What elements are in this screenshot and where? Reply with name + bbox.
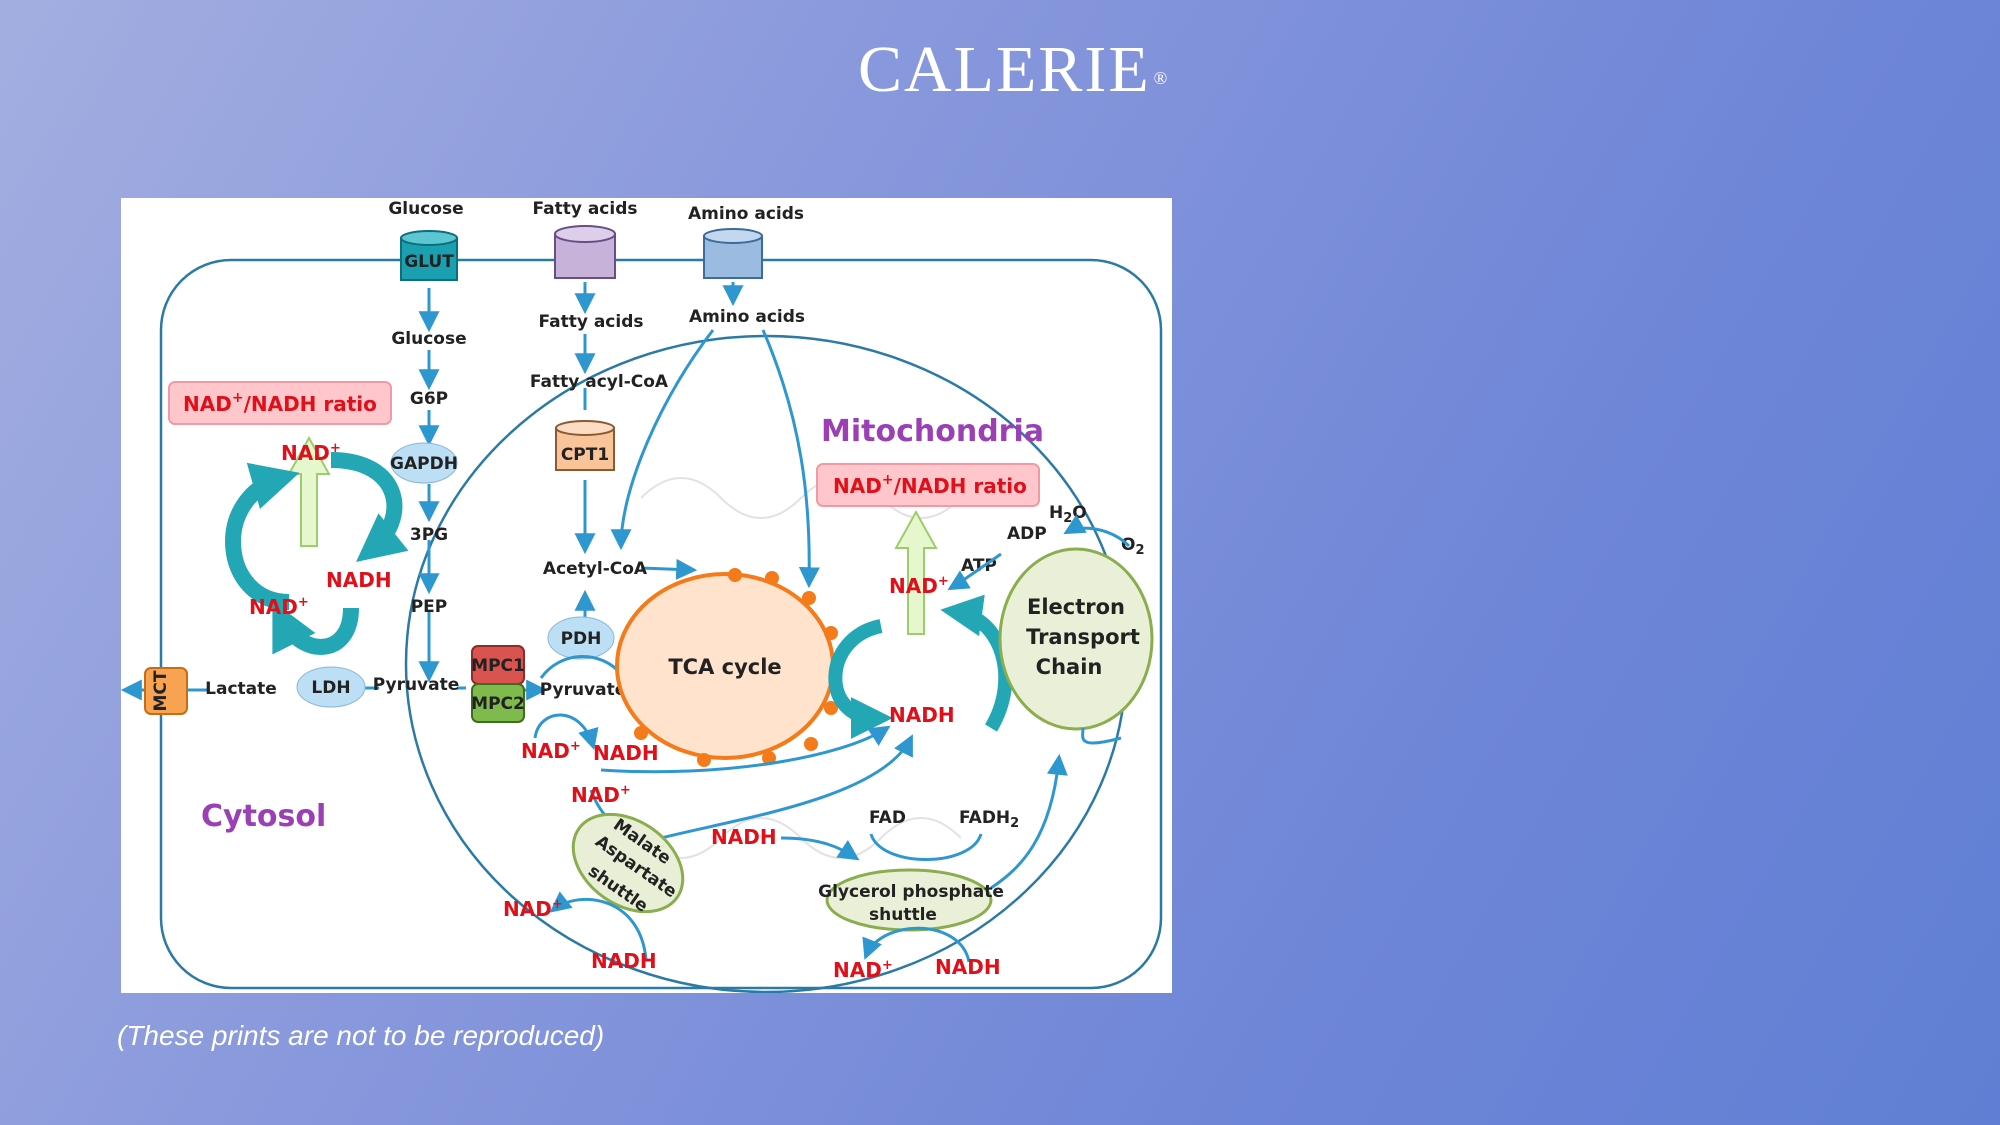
label-amino-acids-input: Amino acids [688,204,804,224]
mct-label: MCT [151,670,171,711]
glycerol-nadh: NADH [935,955,1001,979]
cytosol-nadh-cycle-arrow [330,452,409,563]
mito-ratio-plus: + [882,472,894,488]
mito-etc-cycle-arrow [940,594,1013,732]
label-fadh2: FADH2 [959,808,1019,831]
cpt1-transporter: CPT1 [555,420,615,471]
ldh-enzyme [296,666,366,708]
label-acetyl-coa: Acetyl-CoA [543,559,648,579]
label-cytosol: Cytosol [201,799,326,834]
metabolism-diagram: Glucose Fatty acids Amino acids GLUT Glu… [121,198,1172,993]
mito-nadh: NADH [889,703,955,727]
label-fatty-acids: Fatty acids [538,312,643,332]
mpc-transporter: MPC1 MPC2 [471,645,525,723]
mito-nad: NAD+ [889,574,949,598]
mito-ratio-suffix: /NADH ratio [894,474,1027,498]
cpt1-label: CPT1 [561,445,609,465]
label-ldh: LDH [311,678,350,698]
mito-nad-cycle-arrow [828,619,893,739]
tca-label: TCA cycle [668,655,781,679]
label-pdh: PDH [561,629,602,649]
registered-mark: ® [1153,68,1170,88]
label-adp: ADP [1007,524,1047,544]
glycerol-nad-arc [862,926,971,963]
pdh-nadh-arc [533,713,599,751]
label-pep: PEP [411,597,448,617]
glycerol-fad-arc [869,833,983,861]
malate-nadh: NADH [591,949,657,973]
cytosol-ldh-cycle-arrow [272,600,359,655]
cytosol-ratio-box: NAD+/NADH ratio [168,381,392,425]
label-glucose-input: Glucose [388,199,463,219]
electron-transport-chain [998,547,1154,731]
cytosol-ratio-nad: NAD [183,392,232,416]
cell-membrane [159,258,1163,990]
brand-logo: CALERIE® [858,30,1169,110]
glycerol-line2: shuttle [869,905,937,925]
pyruvate-to-acetyl-arc [539,655,623,679]
pdh-nad: NAD+ [521,739,581,763]
amino-acid-transporter [703,228,763,279]
etc-line2: Transport [1026,625,1140,649]
shuttle-nad: NAD+ [571,783,631,807]
brand-name: CALERIE [858,33,1151,106]
label-amino-acids: Amino acids [689,307,805,327]
mpc1-label: MPC1 [471,656,525,676]
mct-transporter: MCT [144,667,188,715]
tca-cycle: TCA cycle [615,568,838,767]
pdh-nadh: NADH [593,741,659,765]
label-pyruvate-cytosol: Pyruvate [373,675,460,695]
label-fatty-acids-input: Fatty acids [532,199,637,219]
glut-transporter: GLUT [400,230,458,281]
label-lactate: Lactate [205,679,277,699]
label-o2: O2 [1121,535,1145,558]
mito-ratio-up-arrow [894,509,938,635]
label-mitochondria: Mitochondria [821,414,1044,449]
label-3pg: 3PG [410,525,448,545]
etc-line3: Chain [1036,655,1103,679]
etc-line1: Electron [1027,595,1125,619]
label-h2o: H2O [1049,503,1087,526]
cytosol-nadh: NADH [326,568,392,592]
label-glucose: Glucose [391,329,466,349]
malate-nad: NAD+ [503,897,563,921]
etc-arrows [947,514,1131,745]
glycerol-line1: Glycerol phosphate [818,882,1004,902]
mito-ratio-box: NAD+/NADH ratio [816,463,1040,507]
cytosol-ratio-suffix: /NADH ratio [244,392,377,416]
glut-label: GLUT [404,252,454,272]
fatty-acid-transporter [554,225,616,279]
label-pyruvate-mito: Pyruvate [540,680,627,700]
svg-text:NAD+/NADH ratio: NAD+/NADH ratio [833,472,1027,498]
svg-text:NAD+/NADH ratio: NAD+/NADH ratio [183,390,377,416]
gapdh-enzyme [390,442,458,484]
cytosol-nad-left: NAD+ [249,595,309,619]
label-fad: FAD [869,808,906,828]
lipid-arrows [574,282,820,620]
cytosol-ratio-plus: + [232,390,244,406]
shuttle-nadh: NADH [711,825,777,849]
footnote: (These prints are not to be reproduced) [117,1020,605,1051]
glycerol-nad: NAD+ [833,958,893,982]
cytosol-nad-cycle-arrow [225,462,300,610]
malate-nad-arc [549,891,648,961]
mito-ratio-nad: NAD [833,474,882,498]
label-gapdh: GAPDH [390,454,458,474]
cytosol-nad-top: NAD+ [281,441,341,465]
pdh-enzyme [547,616,615,660]
mpc2-label: MPC2 [471,694,525,714]
label-fatty-acyl-coa: Fatty acyl-CoA [530,372,669,392]
label-g6p: G6P [410,389,448,409]
malate-aspartate-shuttle [571,812,685,914]
